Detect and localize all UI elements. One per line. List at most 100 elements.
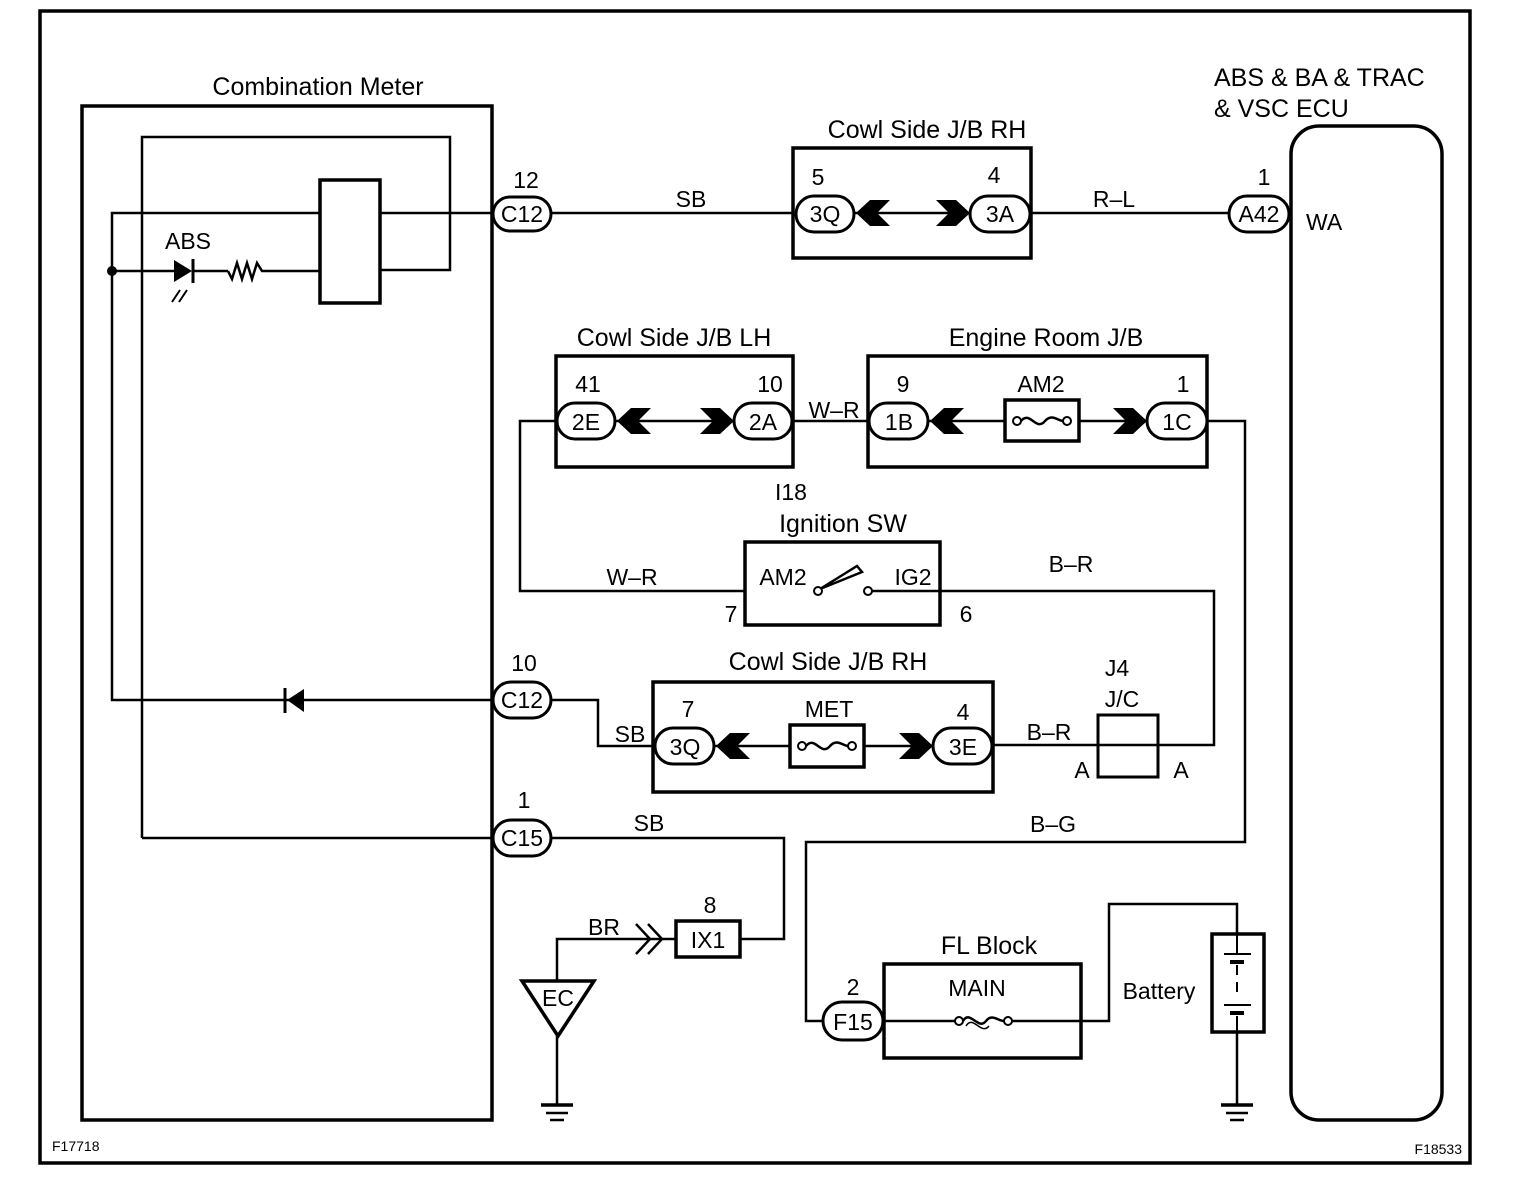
female-terminal-icon [856,200,890,226]
a42-label: A42 [1239,201,1280,227]
cowl-jb-rh-bottom-label: Cowl Side J/B RH [729,648,928,676]
ground-icon [541,1103,573,1122]
wire-br-top [872,589,1216,747]
fuse-met-label: MET [805,696,854,722]
wire-battery-positive [1012,902,1239,1023]
cowl-jb-rh-bottom-left-pin: 7 [682,696,695,722]
figure-id-right: F18533 [1415,1141,1463,1157]
wire-label-br: BR [588,914,620,940]
connector-3a [968,194,1032,234]
fusible-link-icon [954,1016,1013,1030]
battery-label: Battery [1123,978,1196,1004]
ix1-pin: 8 [704,892,717,918]
meter-gauge-block [318,178,382,305]
abs-led-icon [171,259,195,303]
c12-top-label: C12 [501,201,543,227]
combination-meter-box [80,104,494,1122]
fl-block-label: FL Block [941,932,1038,960]
conn-3q-bottom-label: 3Q [670,734,701,760]
wire-label-wr-top: W–R [808,397,859,423]
conn-3a-label: 3A [986,201,1015,227]
ground-icon [1221,1103,1253,1122]
male-terminal-icon [899,733,933,759]
ground-point-ec [518,979,598,1040]
diagram-frame [38,9,1472,1165]
abs-indicator-label: ABS [165,228,211,254]
wire-bg [804,419,1247,1023]
female-terminal-icon [617,408,651,434]
meter-left-wire [110,211,320,702]
jc-right-pin: A [1173,757,1189,783]
connector-1b [867,401,930,441]
wire-label-sb-top: SB [676,186,707,212]
ground-point-label: EC [542,985,574,1011]
f15-label: F15 [833,1009,873,1035]
f15-pin: 2 [847,974,860,1000]
meter-inner-wire [140,135,452,838]
conn-3q-top-label: 3Q [810,201,841,227]
c12-top-pin: 12 [513,167,539,193]
ecu-label-2: & VSC ECU [1214,95,1349,123]
ignition-am2-terminal: AM2 [759,564,806,590]
wire-label-wr-left: W–R [606,564,657,590]
ecu-label-1: ABS & BA & TRAC [1214,64,1425,92]
wire-br-ground [555,937,676,983]
cowl-jb-rh-bottom-right-pin: 4 [957,699,970,725]
c15-pin: 1 [518,787,531,813]
ignition-ig2-terminal: IG2 [894,564,931,590]
ecu-box [1289,124,1444,1122]
wire-label-rl: R–L [1093,186,1135,212]
jc-label: J/C [1105,686,1140,712]
wire-sb-bottom [551,836,786,941]
connector-ix1 [674,919,742,959]
male-terminal-icon [936,200,970,226]
wire-label-sb-bottom: SB [634,810,665,836]
wire-label-sb-mid: SB [615,721,646,747]
conn-2a-label: 2A [749,409,778,435]
female-terminal-icon [930,408,964,434]
fl-block-box [882,962,1083,1060]
connector-3q-bottom [653,726,716,766]
ecu-terminal-wa: WA [1306,209,1343,235]
cowl-jb-rh-top-label: Cowl Side J/B RH [828,116,1027,144]
fuse-icon [797,741,857,751]
combination-meter-label: Combination Meter [212,73,423,101]
switch-icon [813,564,873,596]
cowl-jb-lh-label: Cowl Side J/B LH [577,324,772,352]
ignition-sw-id: I18 [775,479,807,505]
cowl-jb-rh-top-right-pin: 4 [988,162,1001,188]
conn-3e-label: 3E [949,734,977,760]
resistor-icon [226,258,320,284]
ix1-label: IX1 [691,927,726,953]
jc-id: J4 [1105,655,1130,681]
cowl-jb-lh-left-pin: 41 [575,371,601,397]
wire-label-br-mid: B–R [1027,719,1072,745]
ignition-pin-7: 7 [725,601,738,627]
diode-icon [283,688,304,713]
ignition-sw-box [743,540,942,627]
figure-id-left: F17718 [52,1138,100,1154]
cowl-jb-lh-right-pin: 10 [757,371,783,397]
wire-wr-left [518,419,818,593]
c12-mid-label: C12 [501,687,543,713]
conn-2e-label: 2E [572,409,600,435]
female-terminal-icon [716,733,750,759]
c15-label: C15 [501,825,543,851]
male-terminal-icon [700,408,734,434]
conn-1b-label: 1B [885,409,913,435]
ignition-sw-label: Ignition SW [779,510,907,538]
fuse-main-label: MAIN [948,975,1006,1001]
wire-sb-mid [551,698,654,748]
cowl-jb-rh-top-left-pin: 5 [812,164,825,190]
c12-mid-pin: 10 [511,650,537,676]
a42-pin: 1 [1258,164,1271,190]
engine-room-right-pin: 1 [1177,371,1190,397]
engine-room-left-pin: 9 [897,371,910,397]
wire-label-bg: B–G [1030,811,1076,837]
fuse-am2-label: AM2 [1017,371,1064,397]
fuse-icon [1012,416,1072,426]
male-terminal-icon [1113,408,1147,434]
conn-1c-label: 1C [1162,409,1191,435]
ignition-pin-6: 6 [960,601,973,627]
